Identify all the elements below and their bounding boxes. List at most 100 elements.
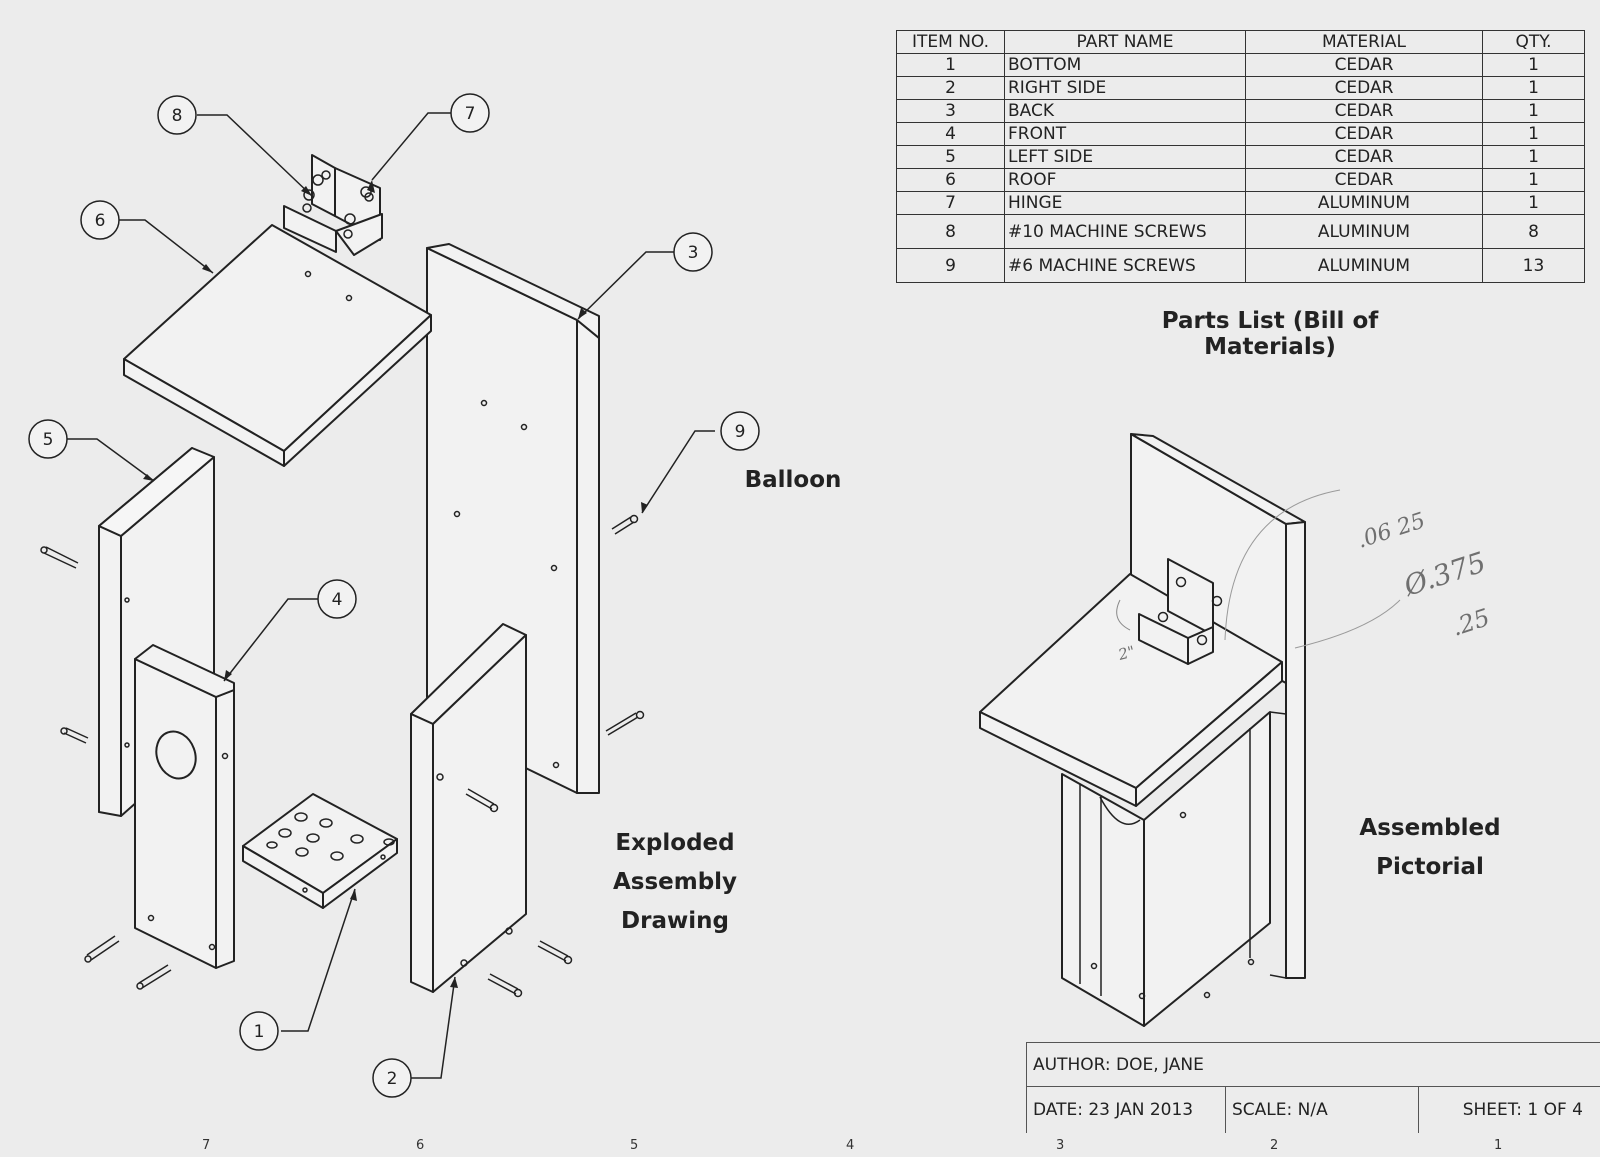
assembled-birdhouse <box>979 433 1401 1027</box>
material-cell: CEDAR <box>1245 53 1483 77</box>
title-block: AUTHOR: DOE, JANE DATE: 23 JAN 2013 SCAL… <box>1026 1042 1600 1133</box>
balloon-number: 8 <box>172 106 183 126</box>
title-block-author-row: AUTHOR: DOE, JANE <box>1027 1043 1600 1087</box>
zone-number: 2 <box>1270 1138 1279 1153</box>
part-name-cell: FRONT <box>1004 122 1246 146</box>
qty-cell: 1 <box>1482 122 1585 146</box>
material-cell: CEDAR <box>1245 76 1483 100</box>
parts-list-table: ITEM NO. PART NAME MATERIAL QTY. 1 BOTTO… <box>896 30 1585 283</box>
qty-cell: 1 <box>1482 53 1585 77</box>
part-name-cell: HINGE <box>1004 191 1246 215</box>
item-no-cell: 9 <box>896 248 1005 283</box>
balloon-3: 3 <box>673 232 713 272</box>
item-no-cell: 2 <box>896 76 1005 100</box>
balloon-8: 8 <box>157 95 197 135</box>
balloon-number: 9 <box>735 422 746 442</box>
parts-list-caption: Parts List (Bill of Materials) <box>1161 308 1379 360</box>
material-cell: ALUMINUM <box>1245 214 1483 249</box>
balloon-5: 5 <box>28 419 68 459</box>
balloon-caption: Balloon <box>744 467 842 493</box>
balloon-6: 6 <box>80 200 120 240</box>
author-field: AUTHOR: DOE, JANE <box>1033 1054 1204 1075</box>
balloon-number: 1 <box>254 1022 265 1042</box>
part-bottom-exploded <box>242 793 398 909</box>
title-block-info-row: DATE: 23 JAN 2013 SCALE: N/A SHEET: 1 OF… <box>1027 1087 1600 1133</box>
item-no-cell: 7 <box>896 191 1005 215</box>
scale-field: SCALE: N/A <box>1232 1100 1328 1120</box>
qty-cell: 1 <box>1482 168 1585 192</box>
item-no-cell: 1 <box>896 53 1005 77</box>
part-hinge-exploded <box>283 154 383 256</box>
pictorial-caption-line2: Pictorial <box>1376 854 1484 880</box>
item-no-cell: 8 <box>896 214 1005 249</box>
qty-cell: 1 <box>1482 191 1585 215</box>
item-no-cell: 5 <box>896 145 1005 169</box>
material-cell: CEDAR <box>1245 122 1483 146</box>
balloon-leaders <box>67 112 715 1079</box>
table-header-row: ITEM NO. PART NAME MATERIAL QTY. <box>896 30 1585 54</box>
exploded-caption-line3: Drawing <box>621 908 729 934</box>
zone-number: 3 <box>1056 1138 1065 1153</box>
part-name-cell: #10 MACHINE SCREWS <box>1004 214 1246 249</box>
pictorial-caption: Assembled Pictorial <box>1345 809 1515 887</box>
part-name-cell: ROOF <box>1004 168 1246 192</box>
balloon-number: 6 <box>95 211 106 231</box>
item-no-cell: 4 <box>896 122 1005 146</box>
note-diameter: Ø.375 <box>1399 545 1490 603</box>
part-name-cell: RIGHT SIDE <box>1004 76 1246 100</box>
balloon-arrowheads <box>143 180 648 988</box>
part-back-exploded <box>426 243 600 794</box>
part-name-cell: LEFT SIDE <box>1004 145 1246 169</box>
balloon-4: 4 <box>317 579 357 619</box>
balloon-2: 2 <box>372 1058 412 1098</box>
balloon-number: 7 <box>465 104 476 124</box>
part-name-cell: BACK <box>1004 99 1246 123</box>
qty-cell: 1 <box>1482 145 1585 169</box>
part-right-side-exploded <box>410 623 527 993</box>
part-front-exploded <box>134 644 235 969</box>
scale-cell: SCALE: N/A <box>1226 1087 1419 1133</box>
balloon-1: 1 <box>239 1011 279 1051</box>
balloon-7: 7 <box>450 93 490 133</box>
table-row: 4 FRONT CEDAR 1 <box>896 122 1585 146</box>
zone-number: 7 <box>202 1138 211 1153</box>
note-depth: .25 <box>1448 603 1493 641</box>
table-row: 6 ROOF CEDAR 1 <box>896 168 1585 192</box>
col-qty: QTY. <box>1482 30 1585 54</box>
zone-number: 1 <box>1494 1138 1503 1153</box>
balloon-number: 3 <box>688 243 699 263</box>
material-cell: CEDAR <box>1245 168 1483 192</box>
note-length: 2" <box>1115 642 1137 664</box>
table-row: 3 BACK CEDAR 1 <box>896 99 1585 123</box>
table-row: 2 RIGHT SIDE CEDAR 1 <box>896 76 1585 100</box>
exploded-caption-line1: Exploded <box>615 830 735 856</box>
table-row: 7 HINGE ALUMINUM 1 <box>896 191 1585 215</box>
zone-number: 4 <box>846 1138 855 1153</box>
col-material: MATERIAL <box>1245 30 1483 54</box>
qty-cell: 8 <box>1482 214 1585 249</box>
table-row: 1 BOTTOM CEDAR 1 <box>896 53 1585 77</box>
balloon-9: 9 <box>720 411 760 451</box>
sheet-cell: SHEET: 1 OF 4 <box>1419 1087 1600 1133</box>
machine-screws-exploded <box>40 514 645 998</box>
balloon-number: 5 <box>43 430 54 450</box>
part-roof-exploded <box>123 224 432 467</box>
col-part-name: PART NAME <box>1004 30 1246 54</box>
sheet-field: SHEET: 1 OF 4 <box>1462 1100 1583 1120</box>
material-cell: CEDAR <box>1245 145 1483 169</box>
date-field: DATE: 23 JAN 2013 <box>1033 1100 1194 1120</box>
qty-cell: 1 <box>1482 76 1585 100</box>
zone-number: 5 <box>630 1138 639 1153</box>
material-cell: CEDAR <box>1245 99 1483 123</box>
table-row: 5 LEFT SIDE CEDAR 1 <box>896 145 1585 169</box>
table-row: 8 #10 MACHINE SCREWS ALUMINUM 8 <box>896 214 1585 249</box>
part-name-cell: BOTTOM <box>1004 53 1246 77</box>
exploded-caption-line2: Assembly <box>612 869 738 895</box>
exploded-caption: Exploded Assembly Drawing <box>600 824 750 941</box>
table-row: 9 #6 MACHINE SCREWS ALUMINUM 13 <box>896 248 1585 283</box>
material-cell: ALUMINUM <box>1245 191 1483 215</box>
item-no-cell: 3 <box>896 99 1005 123</box>
qty-cell: 1 <box>1482 99 1585 123</box>
balloon-number: 4 <box>332 590 343 610</box>
